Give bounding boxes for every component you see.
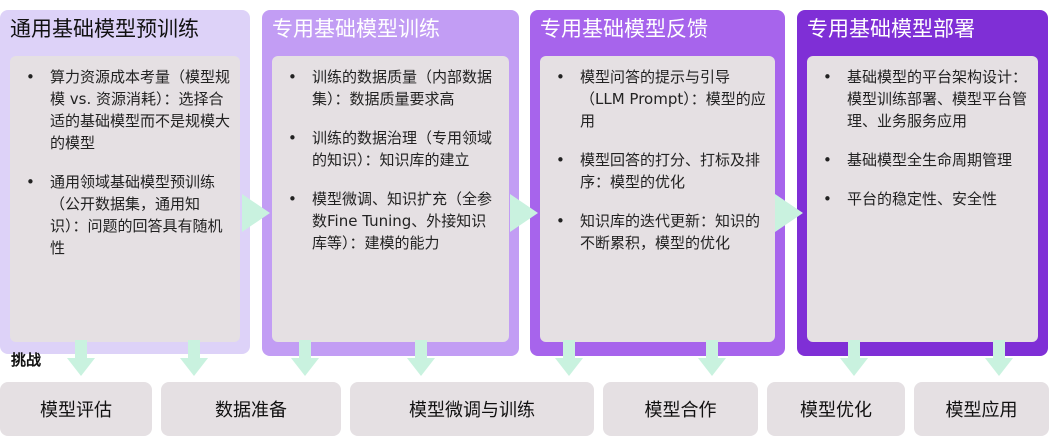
- challenge-model-optimization: 模型优化: [767, 382, 905, 436]
- bullet-list: 训练的数据质量（内部数据集）：数据质量要求高 训练的数据治理（专用领域的知识）：…: [272, 56, 509, 254]
- stage-training: 专用基础模型训练 训练的数据质量（内部数据集）：数据质量要求高 训练的数据治理（…: [262, 10, 519, 356]
- stage-card: 基础模型的平台架构设计：模型训练部署、模型平台管理、业务服务应用 基础模型全生命…: [807, 56, 1038, 342]
- bullet-item: 模型微调、知识扩充（全参数Fine Tuning、外接知识库等）：建模的能力: [288, 188, 501, 254]
- bullet-item: 模型回答的打分、打标及排序：模型的优化: [556, 149, 767, 193]
- stage-pretrain: 通用基础模型预训练 算力资源成本考量（模型规模 vs. 资源消耗）：选择合适的基…: [0, 10, 250, 354]
- challenge-data-preparation: 数据准备: [161, 382, 341, 436]
- arrow-down-icon: [698, 340, 726, 378]
- stage-deploy: 专用基础模型部署 基础模型的平台架构设计：模型训练部署、模型平台管理、业务服务应…: [797, 10, 1048, 356]
- stage-card: 算力资源成本考量（模型规模 vs. 资源消耗）：选择合适的基础模型而不是规模大的…: [10, 56, 240, 342]
- challenge-finetune-training: 模型微调与训练: [350, 382, 594, 436]
- bullet-item: 平台的稳定性、安全性: [823, 188, 1030, 210]
- stage-card: 训练的数据质量（内部数据集）：数据质量要求高 训练的数据治理（专用领域的知识）：…: [272, 56, 509, 342]
- challenge-model-cooperation: 模型合作: [603, 382, 758, 436]
- arrow-down-icon: [180, 340, 208, 378]
- arrow-down-icon: [67, 340, 95, 378]
- arrow-down-icon: [291, 340, 319, 378]
- stage-title: 专用基础模型反馈: [540, 17, 708, 41]
- bullet-item: 模型问答的提示与引导（LLM Prompt）：模型的应用: [556, 66, 767, 132]
- bullet-item: 训练的数据治理（专用领域的知识）：知识库的建立: [288, 127, 501, 171]
- stage-title: 专用基础模型训练: [272, 17, 440, 41]
- bullet-item: 训练的数据质量（内部数据集）：数据质量要求高: [288, 66, 501, 110]
- stage-title: 通用基础模型预训练: [10, 17, 199, 41]
- arrow-right-icon: [242, 194, 270, 232]
- arrow-down-icon: [407, 340, 435, 378]
- arrow-right-icon: [775, 194, 803, 232]
- stage-title: 专用基础模型部署: [807, 17, 975, 41]
- challenge-model-evaluation: 模型评估: [0, 382, 152, 436]
- arrow-down-icon: [555, 340, 583, 378]
- stage-card: 模型问答的提示与引导（LLM Prompt）：模型的应用 模型回答的打分、打标及…: [540, 56, 775, 342]
- bullet-item: 基础模型全生命周期管理: [823, 149, 1030, 171]
- stage-feedback: 专用基础模型反馈 模型问答的提示与引导（LLM Prompt）：模型的应用 模型…: [530, 10, 785, 356]
- bullet-list: 基础模型的平台架构设计：模型训练部署、模型平台管理、业务服务应用 基础模型全生命…: [807, 56, 1038, 210]
- arrow-down-icon: [985, 340, 1013, 378]
- arrow-down-icon: [840, 340, 868, 378]
- bullet-item: 知识库的迭代更新：知识的不断累积，模型的优化: [556, 210, 767, 254]
- bullet-item: 基础模型的平台架构设计：模型训练部署、模型平台管理、业务服务应用: [823, 66, 1030, 132]
- bullet-list: 模型问答的提示与引导（LLM Prompt）：模型的应用 模型回答的打分、打标及…: [540, 56, 775, 254]
- bullet-item: 算力资源成本考量（模型规模 vs. 资源消耗）：选择合适的基础模型而不是规模大的…: [26, 66, 232, 154]
- arrow-right-icon: [510, 194, 538, 232]
- bullet-item: 通用领域基础模型预训练（公开数据集，通用知识）：问题的回答具有随机性: [26, 171, 232, 259]
- bullet-list: 算力资源成本考量（模型规模 vs. 资源消耗）：选择合适的基础模型而不是规模大的…: [10, 56, 240, 259]
- challenge-label: 挑战: [11, 351, 42, 369]
- challenge-model-application: 模型应用: [914, 382, 1049, 436]
